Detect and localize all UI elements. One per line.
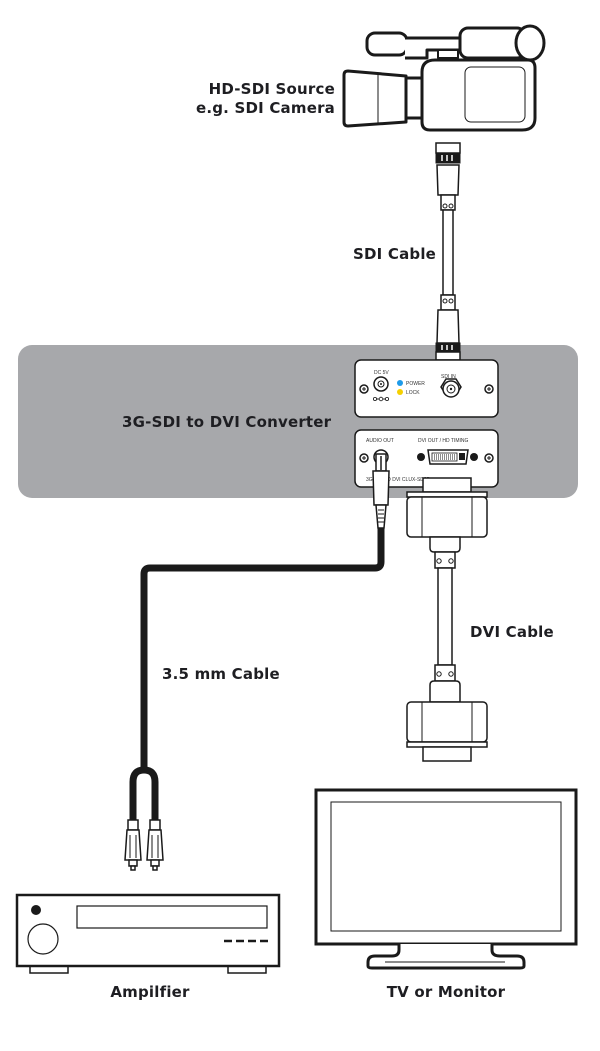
dc-jack-icon[interactable] — [373, 376, 389, 392]
power-led-label: POWER — [406, 381, 425, 387]
amplifier-icon — [15, 893, 281, 974]
amplifier-label: Ampilfier — [110, 983, 190, 1001]
dvi-out-label: DVI OUT / HD TIMING — [418, 438, 468, 444]
screw-icon — [359, 453, 369, 463]
converter-bottom-panel: AUDIO OUT DVI OUT / HD TIMING 3G-SDI TO … — [354, 429, 499, 488]
dvi-cable-label: DVI Cable — [470, 623, 554, 641]
rca-plug-icon — [124, 819, 142, 871]
audio-out-label: AUDIO OUT — [366, 438, 394, 444]
power-led-icon — [397, 380, 403, 386]
converter-top-panel: DC 5V POWER LOCK SDI IN — [354, 359, 499, 418]
display-label: TV or Monitor — [386, 983, 506, 1001]
converter-label: 3G-SDI to DVI Converter — [122, 413, 332, 431]
model-text: 3G-SDI TO DVI CLUX-SD2D — [366, 477, 431, 483]
polarity-icon — [372, 396, 389, 402]
lock-led-label: LOCK — [406, 390, 420, 396]
audio-cable — [124, 453, 390, 871]
dc-5v-label: DC 5V — [374, 370, 389, 376]
source-label-line1: HD-SDI Source — [208, 80, 335, 98]
screw-icon — [359, 384, 369, 394]
screw-icon — [484, 384, 494, 394]
dvi-out-port-icon[interactable] — [417, 449, 478, 465]
dvi-cable — [406, 477, 488, 762]
sdi-in-label: SDI IN — [441, 374, 456, 380]
video-camera-icon — [342, 24, 546, 132]
sdi-in-port-icon[interactable] — [440, 378, 462, 398]
audio-cable-label: 3.5 mm Cable — [162, 665, 280, 683]
sdi-cable-label: SDI Cable — [353, 245, 437, 263]
lock-led-icon — [397, 389, 403, 395]
source-label-line2: e.g. SDI Camera — [195, 99, 335, 117]
rca-plug-icon — [146, 819, 164, 871]
monitor-icon — [314, 788, 578, 970]
sdi-cable — [435, 142, 461, 361]
screw-icon — [484, 453, 494, 463]
